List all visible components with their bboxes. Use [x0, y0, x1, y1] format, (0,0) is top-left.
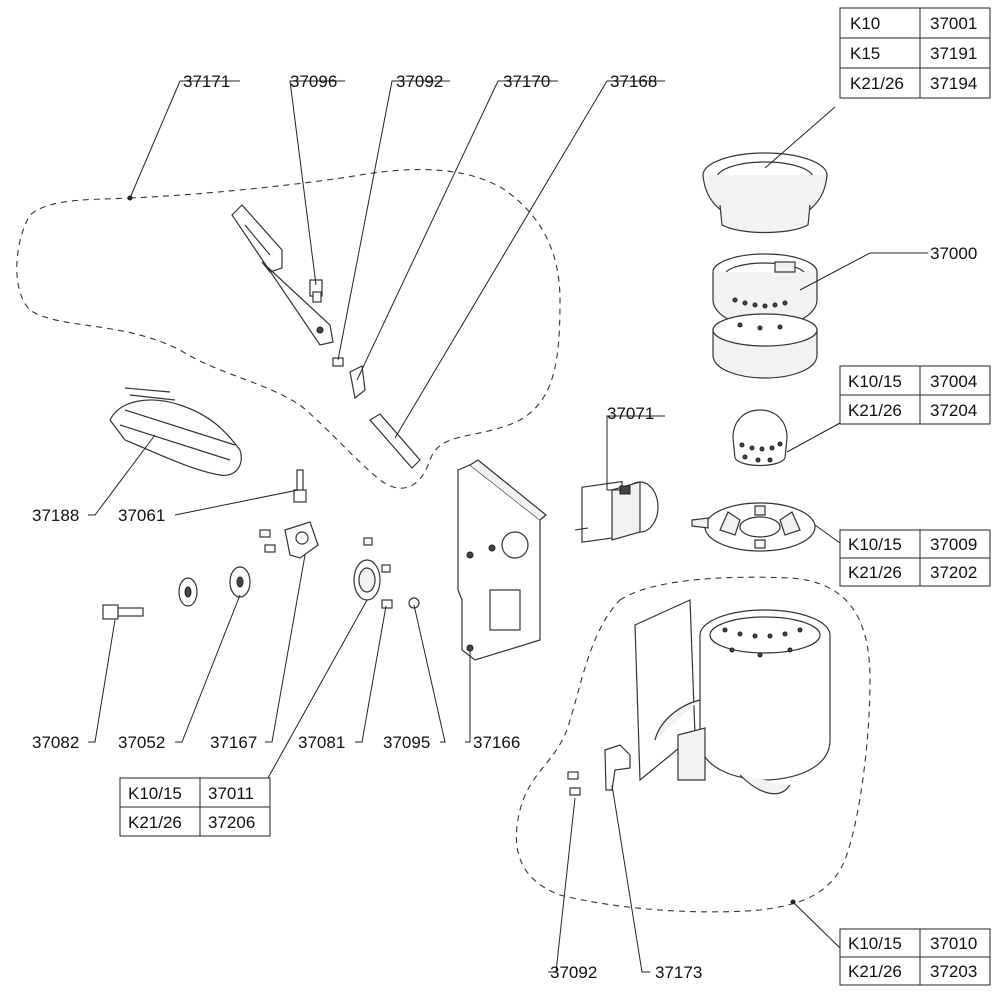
table-cell: 37191 [930, 44, 977, 63]
callout-37052: 37052 [118, 733, 165, 752]
callout-37082: 37082 [32, 733, 79, 752]
electrode-part [293, 469, 307, 503]
callout-37171: 37171 [183, 72, 230, 91]
heating-coil-part [109, 387, 242, 477]
table-37010: K10/15 37010 K21/26 37203 [839, 928, 991, 986]
table-37004: K10/15 37004 K21/26 37204 [839, 365, 991, 425]
clip-bracket-part [604, 744, 631, 791]
table-cell: 37011 [208, 784, 254, 803]
nut-37095-part [408, 597, 420, 609]
callout-37000: 37000 [930, 244, 977, 263]
callout-37096: 37096 [290, 72, 337, 91]
table-cell: 37203 [930, 962, 977, 981]
callout-37061: 37061 [118, 506, 165, 525]
table-37009: K10/15 37009 K21/26 37202 [839, 529, 991, 587]
table-cell: 37202 [930, 563, 977, 582]
group-outline-upper [16, 169, 561, 489]
table-cell: 37001 [930, 14, 977, 33]
arm-lever-part [231, 204, 334, 346]
burner-body-part [634, 599, 831, 795]
table-37011: K10/15 37011 K21/26 37206 [119, 777, 271, 837]
screw-37096-part [309, 279, 323, 303]
table-cell: K15 [850, 44, 880, 63]
burner-ring-part [712, 253, 818, 379]
group-outline-lower [515, 576, 871, 913]
callout-37173: 37173 [655, 963, 702, 982]
callout-37081: 37081 [298, 733, 345, 752]
screws-lower-part [567, 771, 581, 796]
gear-wheel-part [353, 537, 391, 601]
callout-37092-lower: 37092 [550, 963, 597, 982]
table-cell: 37204 [930, 401, 977, 420]
bracket-37170-part [349, 365, 366, 400]
leader-lines [88, 80, 928, 973]
callout-37170: 37170 [503, 72, 550, 91]
table-cell: 37009 [930, 535, 977, 554]
table-cell: K21/26 [850, 74, 904, 93]
ring-top-part [702, 152, 828, 234]
callout-37188: 37188 [32, 506, 79, 525]
table-cell: 37004 [930, 372, 977, 391]
table-cell: K10 [850, 14, 880, 33]
table-cell: K10/15 [848, 372, 902, 391]
bracket-37167-part [259, 521, 319, 559]
table-cell: K10/15 [848, 535, 902, 554]
bushings-part [178, 566, 251, 607]
bracket-plate-part [457, 459, 547, 661]
table-cell: 37010 [930, 934, 977, 953]
bolt-part [102, 604, 144, 620]
table-cell: 37194 [930, 74, 977, 93]
gear-motor-part [574, 480, 659, 543]
callout-37167: 37167 [210, 733, 257, 752]
bar-37168-part [369, 413, 421, 469]
callout-37095: 37095 [383, 733, 430, 752]
screw-37081-part [381, 599, 393, 609]
table-cell: K21/26 [848, 563, 902, 582]
table-cell: K21/26 [848, 962, 902, 981]
dome-cap-part [732, 409, 788, 467]
distribution-plate-part [691, 502, 816, 552]
table-cell: K21/26 [848, 401, 902, 420]
table-cell: K10/15 [128, 784, 182, 803]
table-cell: K21/26 [128, 813, 182, 832]
callout-37071: 37071 [607, 404, 654, 423]
table-cell: 37206 [208, 813, 255, 832]
table-37001: K10 37001 K15 37191 K21/26 37194 [839, 7, 991, 99]
callout-37166: 37166 [473, 733, 520, 752]
table-cell: K10/15 [848, 934, 902, 953]
callout-37168: 37168 [610, 72, 657, 91]
callout-37092-upper: 37092 [396, 72, 443, 91]
